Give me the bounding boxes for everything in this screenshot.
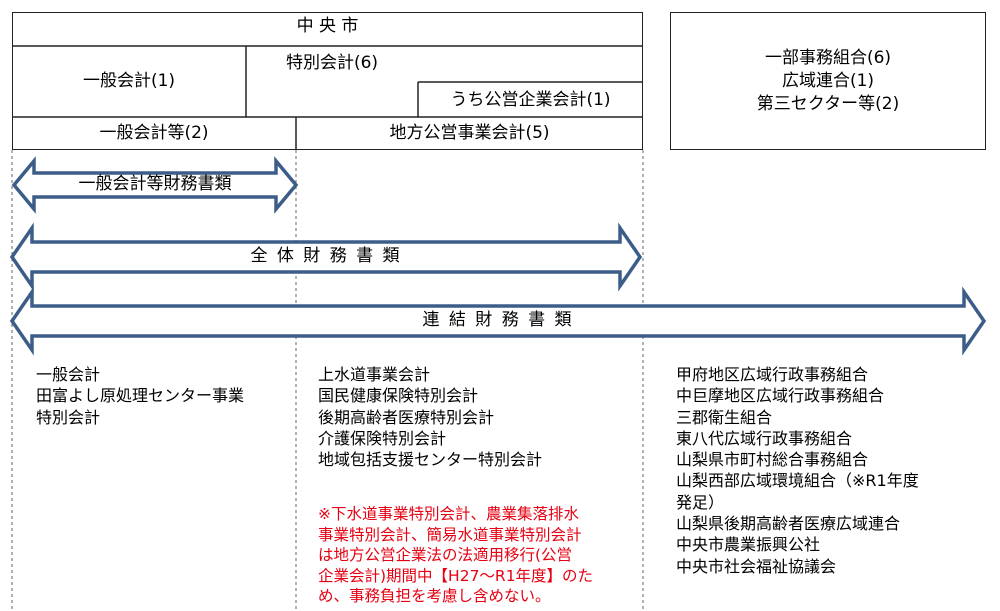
- note-line: め、事務負担を考慮し含めない。: [318, 587, 551, 605]
- list-item: 一般会計: [36, 365, 101, 384]
- list-item: 中巨摩地区広域行政事務組合: [676, 386, 885, 406]
- associations-list: 甲府地区広域行政事務組合 中巨摩地区広域行政事務組合 三郡衛生組合 東八代広域行…: [676, 364, 919, 577]
- local-public-enterprise-label: 地方公営事業会計(5): [389, 123, 550, 143]
- list-item: 特別会計: [36, 407, 101, 427]
- list-item: 山梨西部広域環境組合（※R1年度: [676, 471, 919, 491]
- general-arrow: [11, 156, 299, 214]
- exclusion-note: ※下水道事業特別会計、農業集落排水 事業特別会計、簡易水道事業特別会計 は地方公…: [318, 504, 593, 607]
- associations-line: 広域連合(1): [781, 70, 875, 91]
- public-enterprise-account-label: うち公営企業会計(1): [450, 90, 611, 110]
- note-line: は地方公営企業法の法適用移行(公営: [318, 546, 573, 564]
- note-line: ※下水道事業特別会計、農業集落排水: [318, 505, 579, 523]
- special-account-label: 特別会計(6): [285, 53, 379, 73]
- general-accounts-etc-label: 一般会計等(2): [99, 123, 209, 143]
- list-item: 発足）: [676, 492, 725, 512]
- city-box: [12, 12, 643, 150]
- list-item: 山梨県市町村総合事務組合: [676, 450, 869, 470]
- list-item: 東八代広域行政事務組合: [676, 428, 853, 448]
- consolidated-arrow-label: 連 結 財 務 書 類: [422, 310, 574, 330]
- note-line: 事業特別会計、簡易水道事業特別会計: [318, 525, 582, 544]
- general-account-label: 一般会計(1): [82, 71, 176, 91]
- list-item: 上水道事業会計: [318, 365, 431, 384]
- consolidated-arrow: [9, 286, 987, 356]
- list-item: 地域包括支援センター特別会計: [318, 450, 543, 470]
- list-item: 山梨県後期高齢者医療広域連合: [676, 514, 901, 534]
- whole-arrow-label: 全 体 財 務 書 類: [250, 246, 402, 266]
- general-arrow-label: 一般会計等財務書類: [78, 174, 232, 194]
- list-item: 甲府地区広域行政事務組合: [676, 365, 869, 384]
- general-accounts-list: 一般会計 田富よし原処理センター事業 特別会計: [36, 364, 244, 428]
- public-enterprise-list: 上水道事業会計 国民健康保険特別会計 後期高齢者医療特別会計 介護保険特別会計 …: [318, 364, 542, 470]
- whole-arrow: [9, 222, 643, 292]
- city-title: 中 央 市: [296, 16, 359, 36]
- list-item: 三郡衛生組合: [676, 407, 773, 427]
- list-item: 国民健康保険特別会計: [318, 386, 479, 406]
- note-line: 企業会計)期間中【H27～R1年度】のた: [318, 566, 594, 585]
- list-item: 田富よし原処理センター事業: [36, 386, 245, 406]
- list-item: 介護保険特別会計: [318, 428, 447, 448]
- associations-line: 第三セクター等(2): [756, 93, 900, 114]
- list-item: 中央市農業振興公社: [676, 535, 821, 555]
- list-item: 後期高齢者医療特別会計: [318, 407, 495, 427]
- associations-box: 一部事務組合(6) 広域連合(1) 第三セクター等(2): [670, 12, 986, 150]
- list-item: 中央市社会福祉協議会: [676, 556, 837, 576]
- associations-line: 一部事務組合(6): [764, 47, 892, 68]
